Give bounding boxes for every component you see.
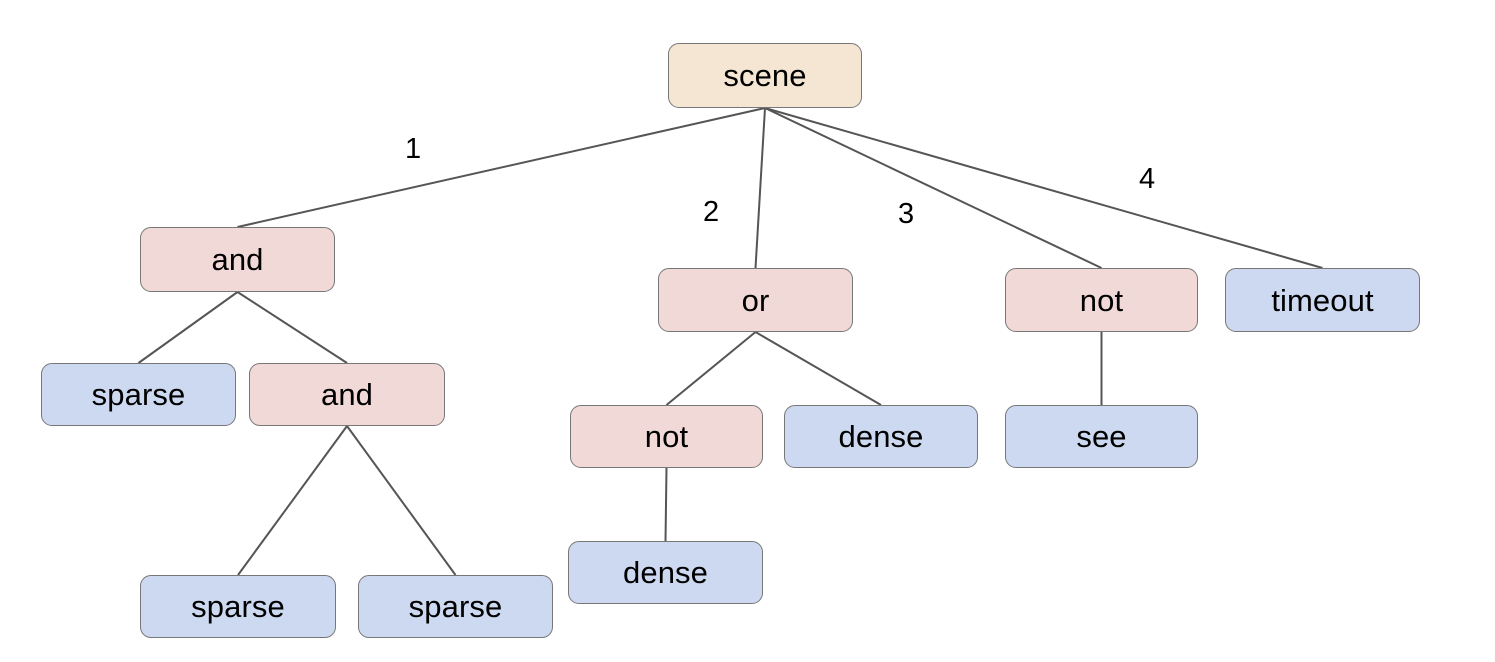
tree-node-label: timeout <box>1271 282 1374 318</box>
tree-node-sparse1[interactable]: sparse <box>41 363 236 426</box>
tree-node-label: sparse <box>91 377 186 412</box>
edge-label-2: 2 <box>703 196 720 228</box>
tree-node-label: not <box>1079 282 1124 318</box>
tree-node-label: see <box>1076 419 1127 454</box>
tree-node-sparse3[interactable]: sparse <box>358 575 553 638</box>
tree-node-label: not <box>644 419 689 454</box>
tree-edge-scene-to-and1 <box>237 107 766 228</box>
tree-node-label: dense <box>623 555 708 590</box>
tree-edge-or1-to-dense1 <box>754 331 882 406</box>
tree-edge-and2-to-sparse2 <box>237 425 348 576</box>
edge-label-4: 4 <box>1139 163 1156 195</box>
tree-node-label: sparse <box>191 589 285 624</box>
tree-node-scene[interactable]: scene <box>668 43 862 108</box>
tree-node-not1[interactable]: not <box>570 405 763 468</box>
edge-label-3: 3 <box>898 198 915 230</box>
tree-edge-not1-to-dense2 <box>664 467 668 542</box>
tree-node-and1[interactable]: and <box>140 227 335 292</box>
tree-edge-and2-to-sparse3 <box>346 425 457 576</box>
tree-node-timeout1[interactable]: timeout <box>1225 268 1420 332</box>
tree-node-label: dense <box>838 419 924 454</box>
tree-node-or1[interactable]: or <box>658 268 853 332</box>
tree-edge-scene-to-or1 <box>754 107 766 269</box>
tree-edge-or1-to-not1 <box>665 331 757 406</box>
tree-node-label: or <box>741 282 770 318</box>
tree-node-label: scene <box>723 58 807 93</box>
tree-node-dense1[interactable]: dense <box>784 405 978 468</box>
tree-node-label: sparse <box>408 589 503 624</box>
tree-node-see1[interactable]: see <box>1005 405 1198 468</box>
tree-node-sparse2[interactable]: sparse <box>140 575 336 638</box>
tree-node-label: and <box>320 377 374 412</box>
edge-label-1: 1 <box>405 133 422 165</box>
tree-node-not2[interactable]: not <box>1005 268 1198 332</box>
tree-node-and2[interactable]: and <box>249 363 445 426</box>
tree-edge-scene-to-not2 <box>764 107 1102 269</box>
tree-node-dense2[interactable]: dense <box>568 541 763 604</box>
tree-edge-and1-to-sparse1 <box>137 291 239 364</box>
tree-edge-and1-to-and2 <box>236 291 348 364</box>
tree-node-label: and <box>211 242 264 277</box>
tree-edge-scene-to-timeout1 <box>764 107 1323 269</box>
